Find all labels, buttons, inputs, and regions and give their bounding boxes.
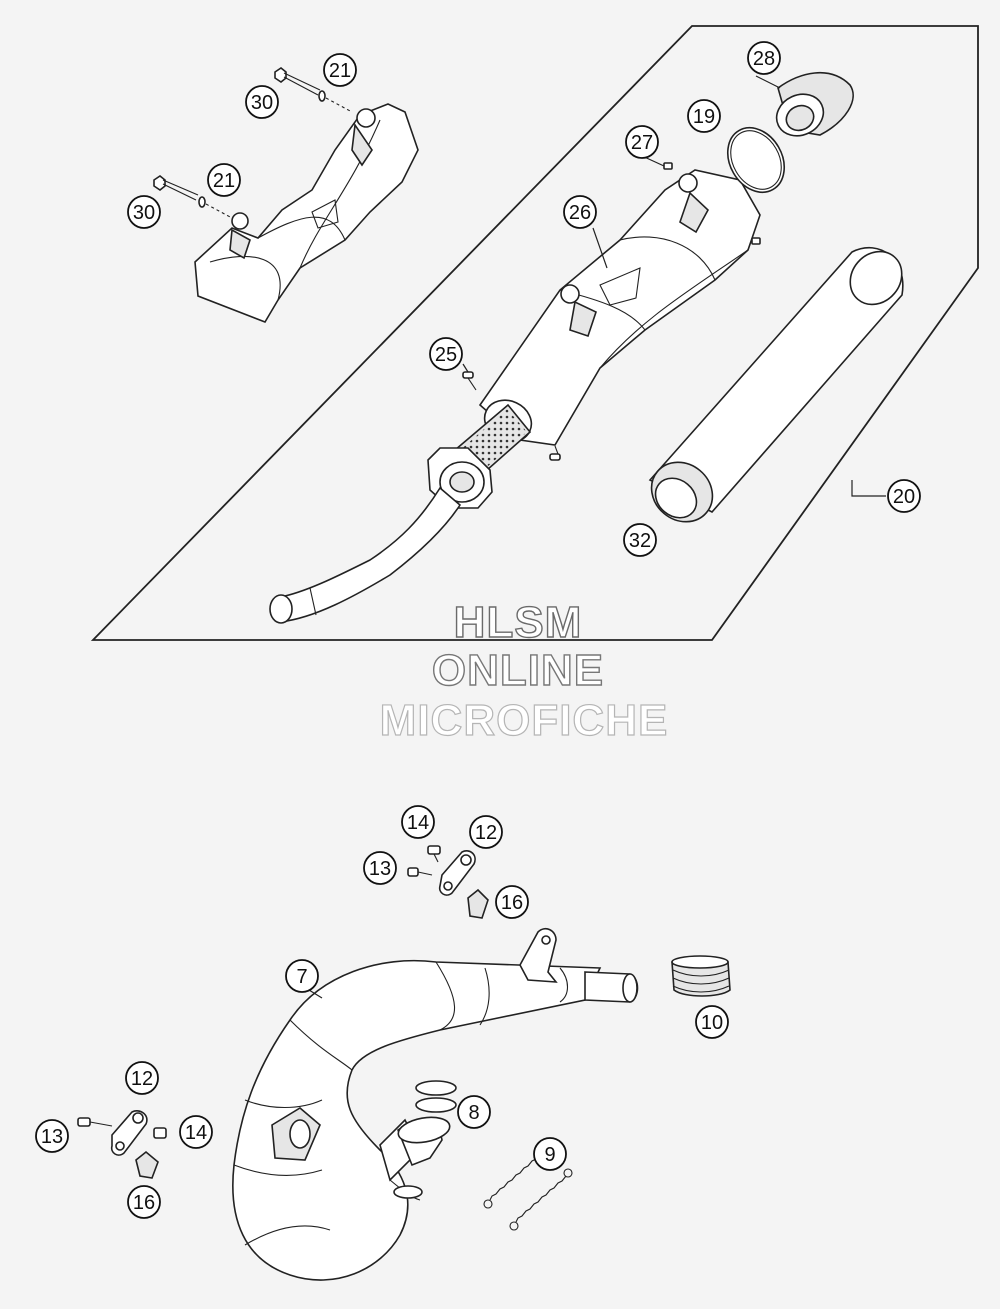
callout-circle bbox=[285, 959, 319, 993]
callout-circle bbox=[687, 99, 721, 133]
callout-14: 14 bbox=[179, 1115, 213, 1149]
callout-21: 21 bbox=[323, 53, 357, 87]
callout-label: 12 bbox=[475, 822, 497, 844]
gaskets-8 bbox=[415, 1080, 457, 1113]
callout-26: 26 bbox=[563, 195, 597, 229]
callout-label: 8 bbox=[468, 1102, 479, 1124]
callout-label: 21 bbox=[213, 170, 235, 192]
callout-label: 14 bbox=[407, 812, 429, 834]
callout-circle bbox=[245, 85, 279, 119]
bolt-30a bbox=[274, 67, 353, 113]
callout-27: 27 bbox=[625, 125, 659, 159]
kit-boundary bbox=[90, 25, 979, 641]
callout-7: 7 bbox=[285, 959, 319, 993]
callout-circle bbox=[495, 885, 529, 919]
silencer-detail-view bbox=[194, 103, 419, 323]
callout-28: 28 bbox=[747, 41, 781, 75]
callout-label: 21 bbox=[329, 60, 351, 82]
callout-30: 30 bbox=[245, 85, 279, 119]
callout-circle bbox=[533, 1137, 567, 1171]
callout-30: 30 bbox=[127, 195, 161, 229]
callout-10: 10 bbox=[695, 1005, 729, 1039]
callout-label: 32 bbox=[629, 530, 651, 552]
callout-label: 16 bbox=[501, 892, 523, 914]
callout-label: 30 bbox=[133, 202, 155, 224]
callout-16: 16 bbox=[127, 1185, 161, 1219]
callout-circle bbox=[127, 1185, 161, 1219]
callout-circle bbox=[401, 805, 435, 839]
callout-label: 28 bbox=[753, 48, 775, 70]
callout-label: 13 bbox=[41, 1126, 63, 1148]
callout-label: 30 bbox=[251, 92, 273, 114]
callout-circle bbox=[35, 1119, 69, 1153]
perforated-tube bbox=[427, 403, 532, 509]
callout-14: 14 bbox=[401, 805, 435, 839]
callout-label: 10 bbox=[701, 1012, 723, 1034]
end-cap-28 bbox=[775, 72, 854, 137]
upper-bracket-group bbox=[407, 845, 489, 919]
silencer-shell-20 bbox=[648, 246, 904, 523]
front-pipe bbox=[269, 486, 462, 624]
callout-label: 26 bbox=[569, 202, 591, 224]
callout-circle bbox=[695, 1005, 729, 1039]
callout-label: 27 bbox=[631, 132, 653, 154]
lower-bracket-group bbox=[77, 1110, 167, 1179]
callout-circle bbox=[125, 1061, 159, 1095]
callout-8: 8 bbox=[457, 1095, 491, 1129]
callout-circle bbox=[469, 815, 503, 849]
callout-label: 9 bbox=[544, 1144, 555, 1166]
callout-20: 20 bbox=[887, 479, 921, 513]
callout-circle bbox=[207, 163, 241, 197]
callout-12: 12 bbox=[469, 815, 503, 849]
callout-9: 9 bbox=[533, 1137, 567, 1171]
callout-circle bbox=[563, 195, 597, 229]
callout-circle bbox=[625, 125, 659, 159]
callout-label: 14 bbox=[185, 1122, 207, 1144]
callout-circle bbox=[363, 851, 397, 885]
callout-label: 25 bbox=[435, 344, 457, 366]
bolt-30b bbox=[153, 175, 233, 219]
callout-label: 20 bbox=[893, 486, 915, 508]
callout-21: 21 bbox=[207, 163, 241, 197]
callout-circle bbox=[457, 1095, 491, 1129]
callout-circle bbox=[747, 41, 781, 75]
callout-label: 12 bbox=[131, 1068, 153, 1090]
callout-circle bbox=[623, 523, 657, 557]
rubber-sleeve-10 bbox=[671, 955, 731, 997]
screw-25 bbox=[462, 371, 561, 461]
callout-13: 13 bbox=[363, 851, 397, 885]
callout-circle bbox=[429, 337, 463, 371]
callout-circle bbox=[127, 195, 161, 229]
callout-16: 16 bbox=[495, 885, 529, 919]
callout-label: 19 bbox=[693, 106, 715, 128]
o-ring-19 bbox=[726, 127, 786, 193]
callout-32: 32 bbox=[623, 523, 657, 557]
callout-12: 12 bbox=[125, 1061, 159, 1095]
watermark-line2: ONLINE bbox=[431, 645, 605, 695]
callout-13: 13 bbox=[35, 1119, 69, 1153]
callout-label: 7 bbox=[296, 966, 307, 988]
callout-label: 13 bbox=[369, 858, 391, 880]
callout-circle bbox=[179, 1115, 213, 1149]
callout-label: 16 bbox=[133, 1192, 155, 1214]
watermark-line1: HLSM bbox=[453, 597, 583, 647]
callout-25: 25 bbox=[429, 337, 463, 371]
callout-circle bbox=[323, 53, 357, 87]
callout-circle bbox=[887, 479, 921, 513]
callout-19: 19 bbox=[687, 99, 721, 133]
watermark-line3: MICROFICHE bbox=[379, 695, 669, 745]
expansion-chamber-7 bbox=[232, 928, 639, 1281]
callout-layer: 21 30 21 30 28 19 27 26 25 20 32 14 12 13 16 7 10 12 13 14 8… bbox=[35, 41, 921, 1219]
